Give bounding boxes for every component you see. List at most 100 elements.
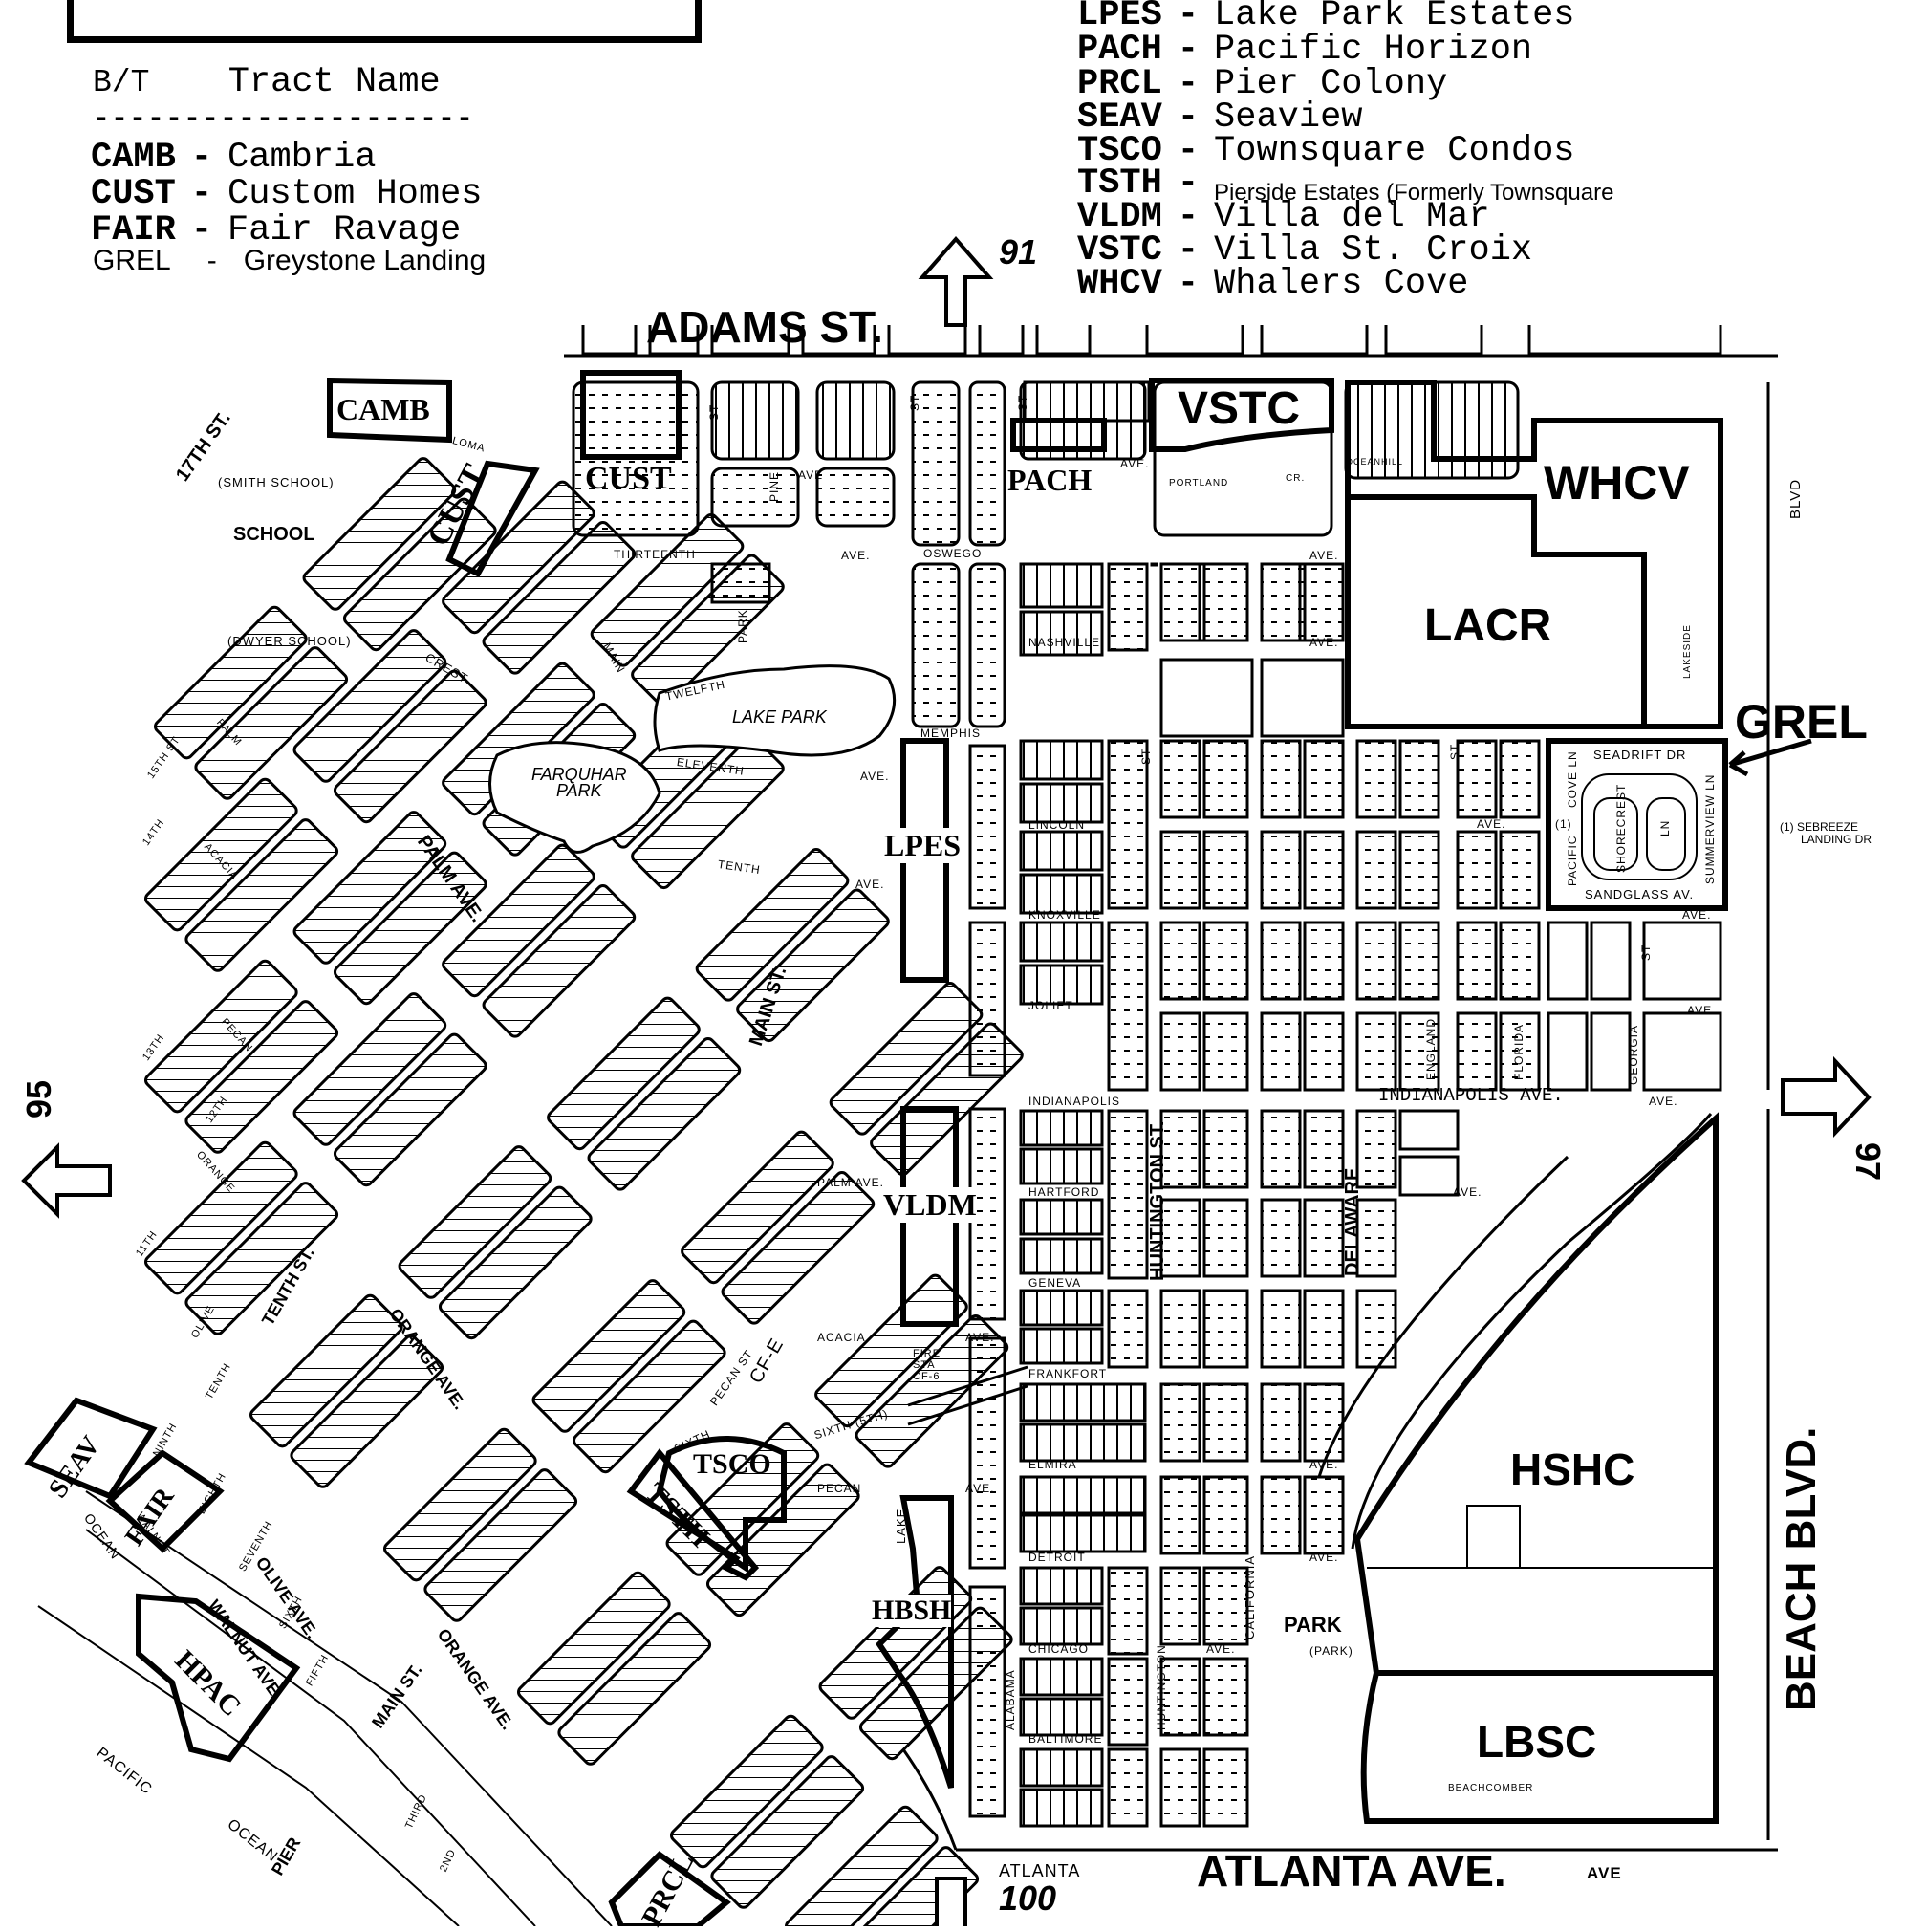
grel-marker: (1): [1555, 817, 1572, 831]
coastline: [37, 1490, 613, 1926]
tract-label-grel: GREL: [1735, 695, 1868, 749]
tract-label-pach: PACH: [1007, 463, 1093, 497]
grel-interior: [1581, 773, 1698, 880]
street-thirteenth: THIRTEENTH: [614, 548, 696, 561]
place-smith-school: (SMITH SCHOOL): [218, 475, 335, 489]
hshc-interior: [1367, 1505, 1716, 1569]
arrow-east: [1781, 1055, 1872, 1139]
arterials: [901, 1113, 1713, 1851]
adams-blocks: [581, 325, 1722, 356]
legend-item-lpes: LPES-Lake Park Estates: [1077, 0, 1575, 35]
street-california: CALIFORNIA: [1243, 1554, 1257, 1639]
street-st-label: ST: [1639, 944, 1653, 961]
street-cr: CR.: [1286, 473, 1306, 484]
pach-outline: [1010, 418, 1107, 452]
legend-header: B/T Tract Name: [93, 61, 441, 101]
grel-ln: LN: [1658, 819, 1672, 836]
arrow-west: [21, 1142, 112, 1219]
hpac-outline: [136, 1593, 301, 1763]
tract-label-lacr: LACR: [1424, 600, 1552, 651]
street-ave-label: AVE.: [1309, 636, 1339, 649]
place-park: PARK: [1284, 1613, 1342, 1637]
vstc-outline: [1149, 378, 1334, 452]
street-park: PARK: [736, 609, 749, 643]
tract-label-lbsc: LBSC: [1477, 1716, 1597, 1768]
grel-shorecrest: SHORECREST: [1614, 783, 1628, 873]
hshc-outline: [1353, 1112, 1719, 1676]
street-nashville: NASHVILLE: [1028, 636, 1101, 649]
seav-outline: [24, 1397, 158, 1500]
legend-item-vstc: VSTC-Villa St. Croix: [1077, 230, 1533, 271]
street-ave-label: AVE.: [855, 878, 885, 891]
street-huntington: HUNTINGTON: [1155, 1644, 1168, 1730]
street-ave-label: AVE.: [1206, 1642, 1236, 1656]
grel-summerview: SUMMERVIEW LN: [1703, 773, 1717, 884]
street-palm-ave-central: PALM AVE.: [817, 1176, 884, 1189]
street-memphis: MEMPHIS: [920, 727, 982, 740]
street-ave-label: AVE: [798, 468, 824, 482]
grel-arrow: [1728, 738, 1812, 777]
map-number-south: 100: [999, 1878, 1057, 1918]
place-lake-park: LAKE PARK: [732, 707, 827, 727]
place-farquhar-park-2: PARK: [556, 781, 602, 800]
street-baltimore: BALTIMORE: [1028, 1732, 1103, 1746]
street-lakeside: LAKESIDE: [1682, 624, 1693, 679]
legend-item-tsth: TSTH-Pierside Estates (Formerly Townsqua…: [1077, 163, 1614, 206]
street-frankfort: FRANKFORT: [1028, 1367, 1108, 1380]
tract-label-lpes: LPES: [884, 828, 962, 863]
street-st-label: ST: [908, 394, 921, 411]
place-farquhar-park-1: FARQUHAR: [531, 765, 627, 784]
street-georgia: GEORGIA: [1627, 1024, 1640, 1085]
street-ave-label: AVE.: [1649, 1095, 1678, 1108]
street-lincoln: LINCOLN: [1028, 818, 1086, 832]
street-alabama: ALABAMA: [1004, 1669, 1017, 1730]
street-st-label: ST: [1139, 748, 1153, 765]
street-blvd-small: BLVD: [1787, 478, 1804, 519]
prcl-outline: [608, 1851, 731, 1926]
place-school: SCHOOL: [233, 524, 315, 545]
map-number-west: 95: [19, 1079, 58, 1118]
tract-label-tsco: TSCO: [693, 1448, 771, 1480]
farquhar-park-outline: [488, 741, 661, 854]
grel-seadrift: SEADRIFT DR: [1593, 748, 1687, 762]
street-atlanta-ave-small: AVE: [1587, 1864, 1622, 1882]
street-ave-label: AVE.: [1682, 908, 1712, 922]
street-portland: PORTLAND: [1169, 478, 1229, 488]
title-box: [67, 0, 702, 43]
lake-park-outline: [653, 664, 897, 757]
street-detroit: DETROIT: [1028, 1551, 1086, 1564]
street-florida: FLORIDA: [1512, 1023, 1526, 1080]
tract-label-cust-north: CUST: [585, 461, 672, 496]
street-ave-label: AVE.: [1120, 457, 1150, 470]
street-england: ENGLAND: [1424, 1017, 1438, 1080]
lbsc-outline: [1360, 1670, 1719, 1824]
street-elmira: ELMIRA: [1028, 1458, 1077, 1471]
cust-outline-a: [580, 370, 682, 460]
tract-label-whcv: WHCV: [1544, 456, 1690, 510]
street-joliet: JOLIET: [1028, 999, 1073, 1012]
street-atlanta-small: ATLANTA: [999, 1861, 1081, 1880]
legend-item-grel: GREL-Greystone Landing: [93, 245, 487, 276]
arrow-north: [918, 235, 994, 327]
street-atlanta: ATLANTA AVE.: [1197, 1846, 1506, 1896]
legend-header-code: B/T: [93, 65, 150, 100]
legend-item-whcv: WHCV-Whalers Cove: [1077, 264, 1469, 304]
lpes-outline: [900, 738, 949, 983]
street-ave-label: AVE.: [1309, 1551, 1339, 1564]
street-beach-blvd: BEACH BLVD.: [1778, 1426, 1825, 1711]
legend-item-tsco: TSCO-Townsquare Condos: [1077, 131, 1575, 171]
tract-label-hbsh: HBSH: [872, 1595, 952, 1627]
tsco-outline: [656, 1436, 787, 1574]
street-pecan: PECAN: [817, 1482, 862, 1495]
vldm-outline: [900, 1106, 959, 1327]
street-delaware: DELAWARE: [1342, 1167, 1363, 1276]
street-indianapolis: INDIANAPOLIS: [1028, 1095, 1121, 1108]
street-knoxville: KNOXVILLE: [1028, 908, 1101, 922]
street-ave-label: AVE.: [1309, 549, 1339, 562]
street-ave-label: AVE.: [860, 770, 890, 783]
legend-item-camb: CAMB-Cambria: [91, 138, 377, 178]
boundary-lines: [564, 354, 1778, 1852]
street-ave-label: AVE.: [841, 549, 871, 562]
street-adams: ADAMS ST.: [646, 302, 883, 352]
grel-note-line1: (1) SEBREEZE: [1780, 820, 1859, 834]
